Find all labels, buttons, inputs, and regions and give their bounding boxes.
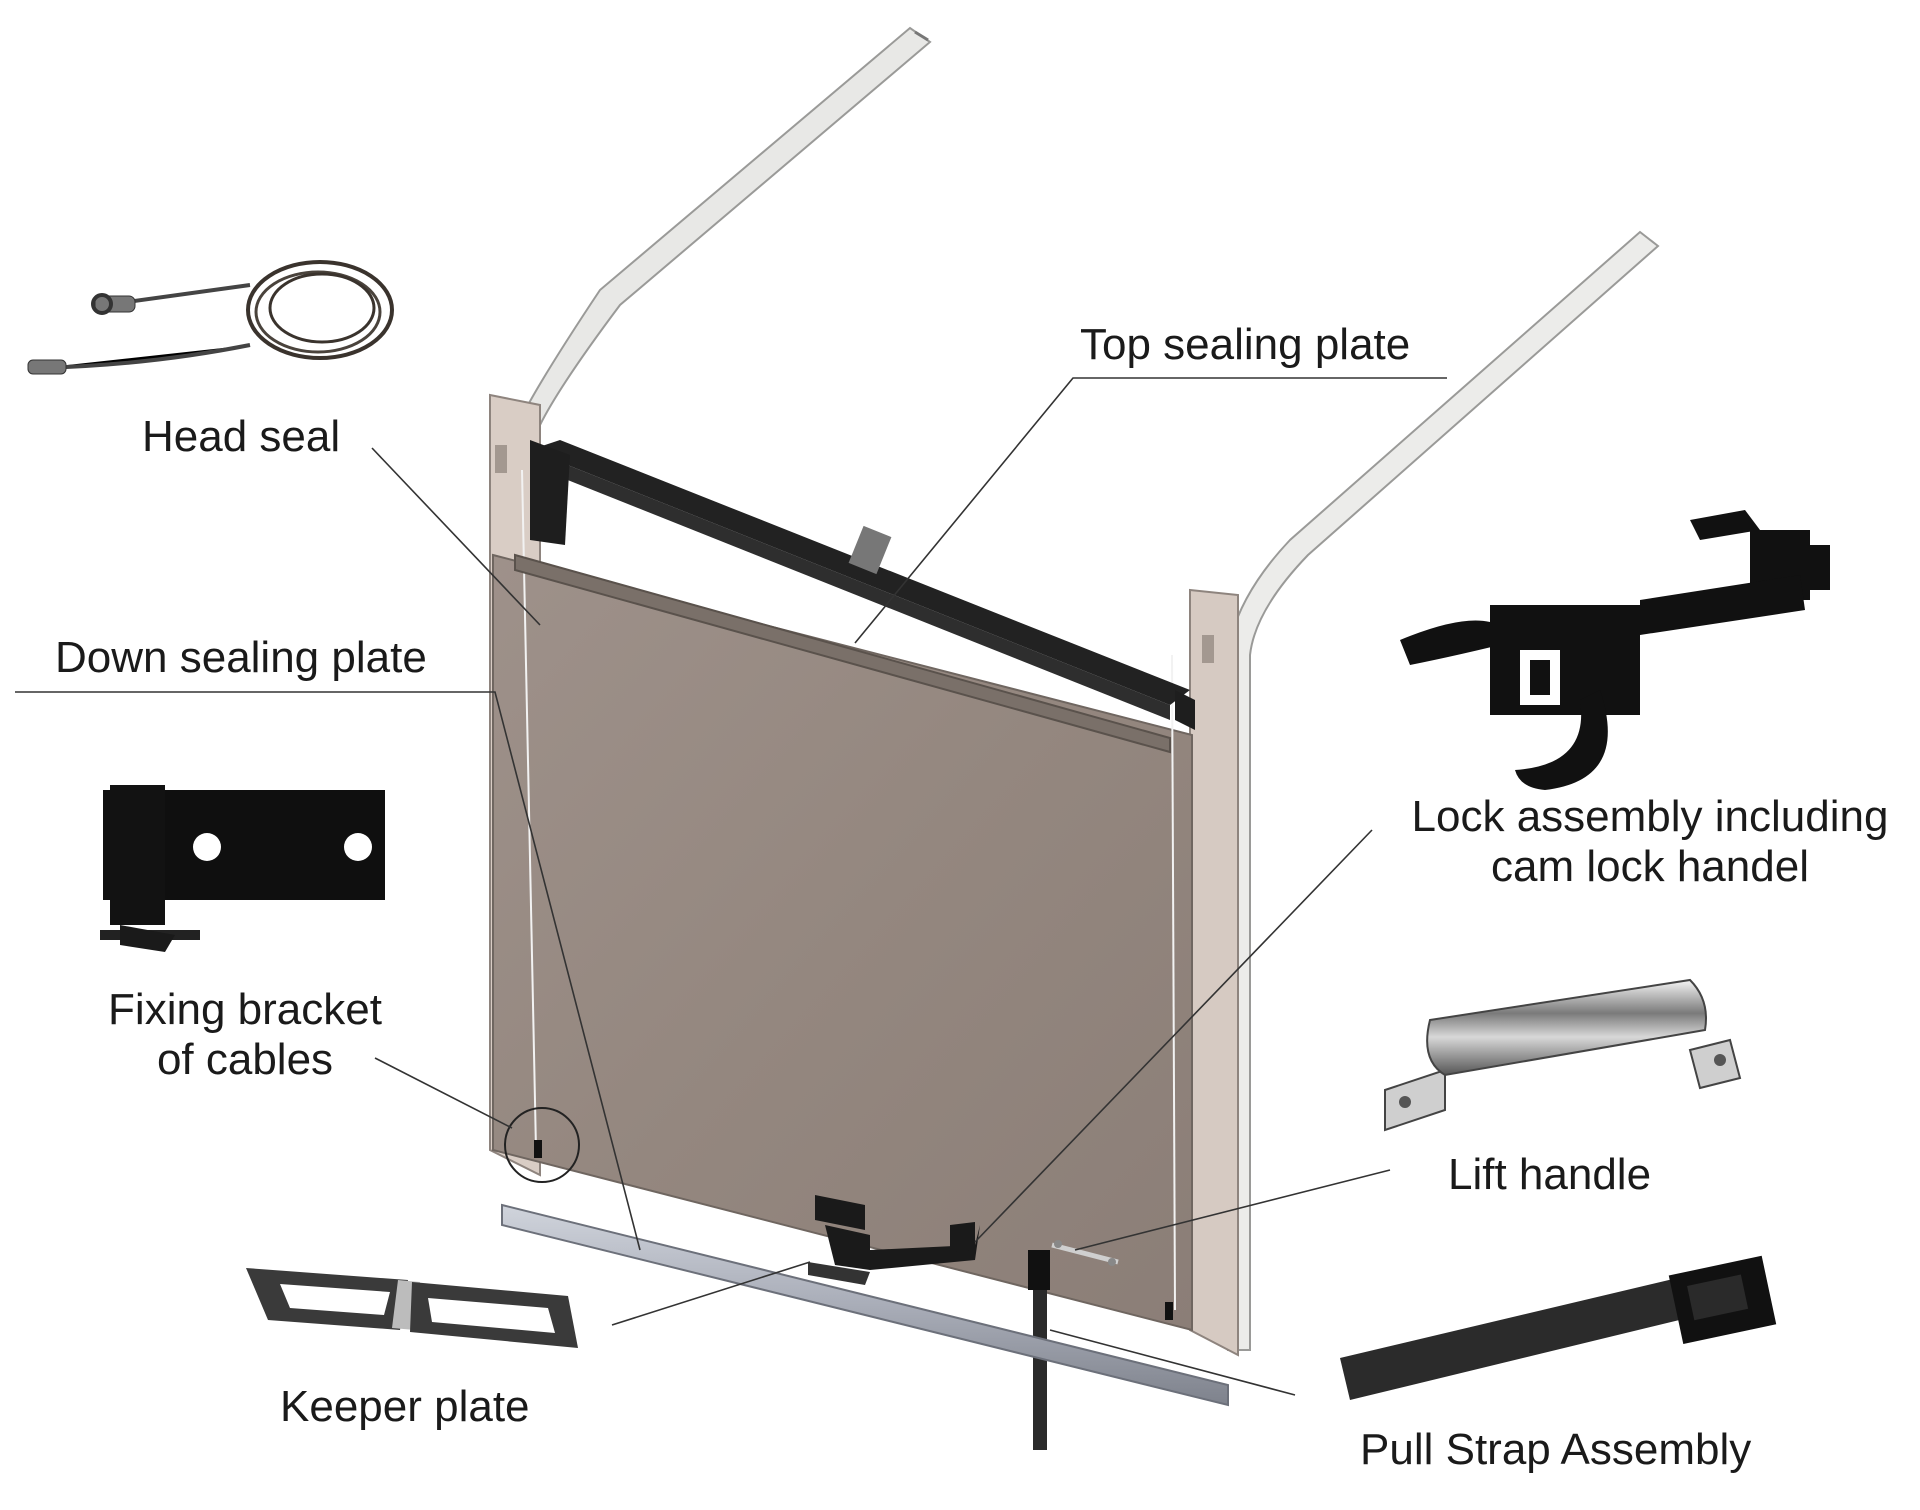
cable-bracket-left (534, 1140, 542, 1158)
label-pull-strap-assembly: Pull Strap Assembly (1360, 1425, 1752, 1474)
label-lock-assembly-line1: Lock assembly including (1411, 792, 1889, 841)
down-sealing-plate-part (501, 1203, 1229, 1407)
label-fixing-bracket-line2: of cables (156, 1035, 334, 1084)
label-head-seal: Head seal (142, 412, 341, 461)
leader-lift-handle (1074, 1169, 1391, 1251)
leader-keeper-plate (611, 1261, 811, 1326)
leader-pull-strap (1049, 1329, 1296, 1396)
leader-top-sealing-plate (854, 377, 1447, 644)
panel-lock (808, 1195, 980, 1285)
lift-cable-left (521, 469, 537, 1151)
overhead-track-left (518, 26, 932, 427)
lift-handle-part (1384, 978, 1742, 1132)
lift-cable-right (1171, 654, 1176, 1311)
label-lock-assembly: Lock assembly including cam lock handel (1400, 792, 1900, 892)
label-fixing-bracket-line1: Fixing bracket (108, 985, 382, 1034)
head-seal-cable-part (27, 260, 394, 375)
pull-strap-part (1340, 1255, 1777, 1400)
label-lift-handle: Lift handle (1448, 1150, 1652, 1199)
leader-lock-assembly (974, 829, 1373, 1243)
label-keeper-plate: Keeper plate (280, 1382, 530, 1431)
top-sealing-plate-part (514, 553, 1171, 754)
keeper-plate-part (246, 1268, 578, 1348)
label-lock-assembly-line2: cam lock handel (1491, 842, 1809, 891)
panel-pull-strap (1028, 1250, 1050, 1450)
lock-assembly-part (1400, 510, 1830, 790)
leader-head-seal (371, 447, 541, 626)
leader-fixing-bracket (374, 1057, 513, 1129)
fixing-bracket-part (100, 785, 385, 952)
panel-lift-handle (1051, 1240, 1119, 1266)
label-top-sealing-plate: Top sealing plate (1080, 320, 1411, 369)
detail-circle (504, 1107, 580, 1183)
leader-down-sealing-plate (15, 691, 641, 1251)
cable-bracket-right (1165, 1302, 1173, 1320)
torsion-bar (530, 440, 1195, 730)
right-door-frame (1189, 588, 1239, 1357)
door-panel (492, 553, 1193, 1332)
label-down-sealing-plate: Down sealing plate (55, 633, 427, 682)
leader-lines (15, 377, 1447, 1396)
label-fixing-bracket: Fixing bracket of cables (85, 985, 405, 1085)
